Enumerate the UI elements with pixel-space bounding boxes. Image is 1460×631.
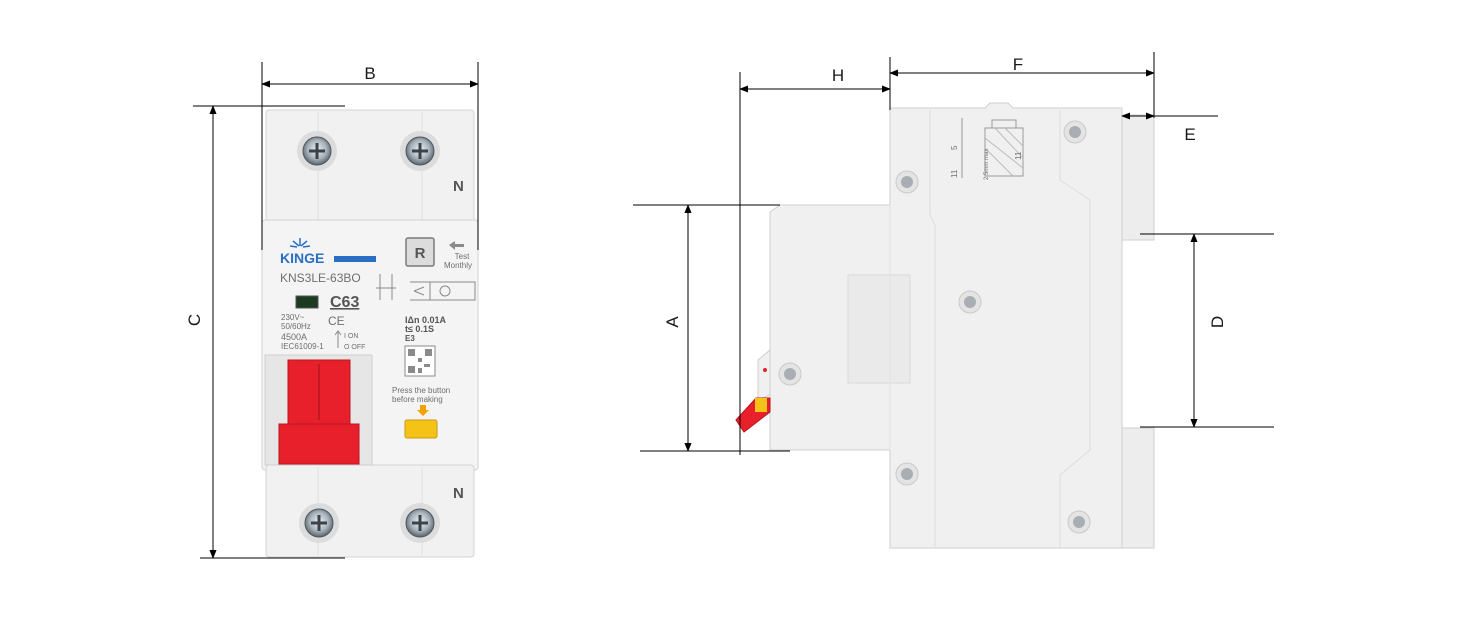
off-label: O OFF (344, 344, 365, 351)
neutral-label-top: N (453, 178, 464, 195)
rivet-icon (895, 462, 919, 486)
toggle-handle[interactable] (278, 359, 360, 465)
dimension-label-h: H (832, 66, 844, 85)
rivet-icon (1067, 510, 1091, 534)
screw-bottom-right-icon (400, 503, 440, 543)
screw-top-right-icon (400, 131, 440, 171)
ce-mark: CE (328, 314, 345, 328)
dimension-label-a: A (663, 316, 682, 328)
front-top-terminal-block (265, 109, 475, 226)
dimension-label-e: E (1184, 125, 1195, 144)
dimension-label-c: C (185, 314, 204, 326)
rivet-icon (958, 290, 982, 314)
din-clip-top (1119, 114, 1155, 241)
rivet-icon (1063, 120, 1087, 144)
dimension-label-b: B (364, 64, 375, 83)
side-mark-11a: 11 (950, 169, 959, 178)
rating-label: C63 (330, 294, 359, 311)
din-clip-bottom (1119, 427, 1155, 549)
side-mark-max: 2.5mm max (984, 149, 990, 180)
front-bottom-terminal-block (265, 464, 475, 558)
test-label-1: Test (455, 252, 470, 261)
test-button[interactable] (405, 237, 435, 267)
side-view: 5 11 11 2.5mm max (735, 102, 1155, 549)
voltage-label: 230V~ (281, 313, 305, 322)
rivet-icon (895, 170, 919, 194)
press-note-1: Press the button (392, 386, 450, 395)
screw-bottom-left-icon (299, 503, 339, 543)
dimension-label-f: F (1013, 55, 1023, 74)
arrow-left-icon (449, 241, 464, 250)
neutral-label-bottom: N (453, 485, 464, 502)
test-button-label: R (415, 245, 426, 262)
side-mark-5: 5 (950, 145, 959, 150)
side-mark-11b: 11 (1014, 151, 1023, 160)
trip-time: t≤ 0.1S (405, 324, 434, 334)
circuit-diagram-icon (376, 274, 476, 301)
side-main-body (769, 102, 1123, 549)
model-number: KNS3LE-63BO (280, 271, 361, 285)
side-toggle-handle[interactable] (735, 348, 771, 433)
screw-top-left-icon (297, 131, 337, 171)
brand-name: KINGE (280, 250, 324, 266)
brand-logo: KINGE (280, 238, 376, 266)
class-label: E3 (405, 334, 415, 343)
press-note-2: before making (392, 395, 443, 404)
current-rating: IΔn 0.01A (405, 315, 446, 325)
standard-label: IEC61009-1 (281, 342, 324, 351)
wire-strip-graphic (961, 118, 1024, 178)
front-view: N N KINGE KNS3LE-63BO R Test Monthly C63… (261, 109, 479, 558)
on-off-arrow-icon (334, 330, 342, 348)
qr-code-icon (404, 345, 436, 377)
status-indicator (295, 295, 319, 309)
rivet-icon (778, 362, 802, 386)
dimension-lines (193, 52, 1274, 559)
capacity-label: 4500A (281, 332, 307, 342)
reset-button[interactable] (404, 419, 438, 439)
test-label-2: Monthly (444, 261, 472, 270)
arrow-down-icon (417, 405, 429, 416)
label-recess (847, 274, 911, 384)
frequency-label: 50/60Hz (281, 322, 311, 331)
dimension-label-d: D (1208, 316, 1227, 328)
on-label: I ON (344, 333, 358, 340)
